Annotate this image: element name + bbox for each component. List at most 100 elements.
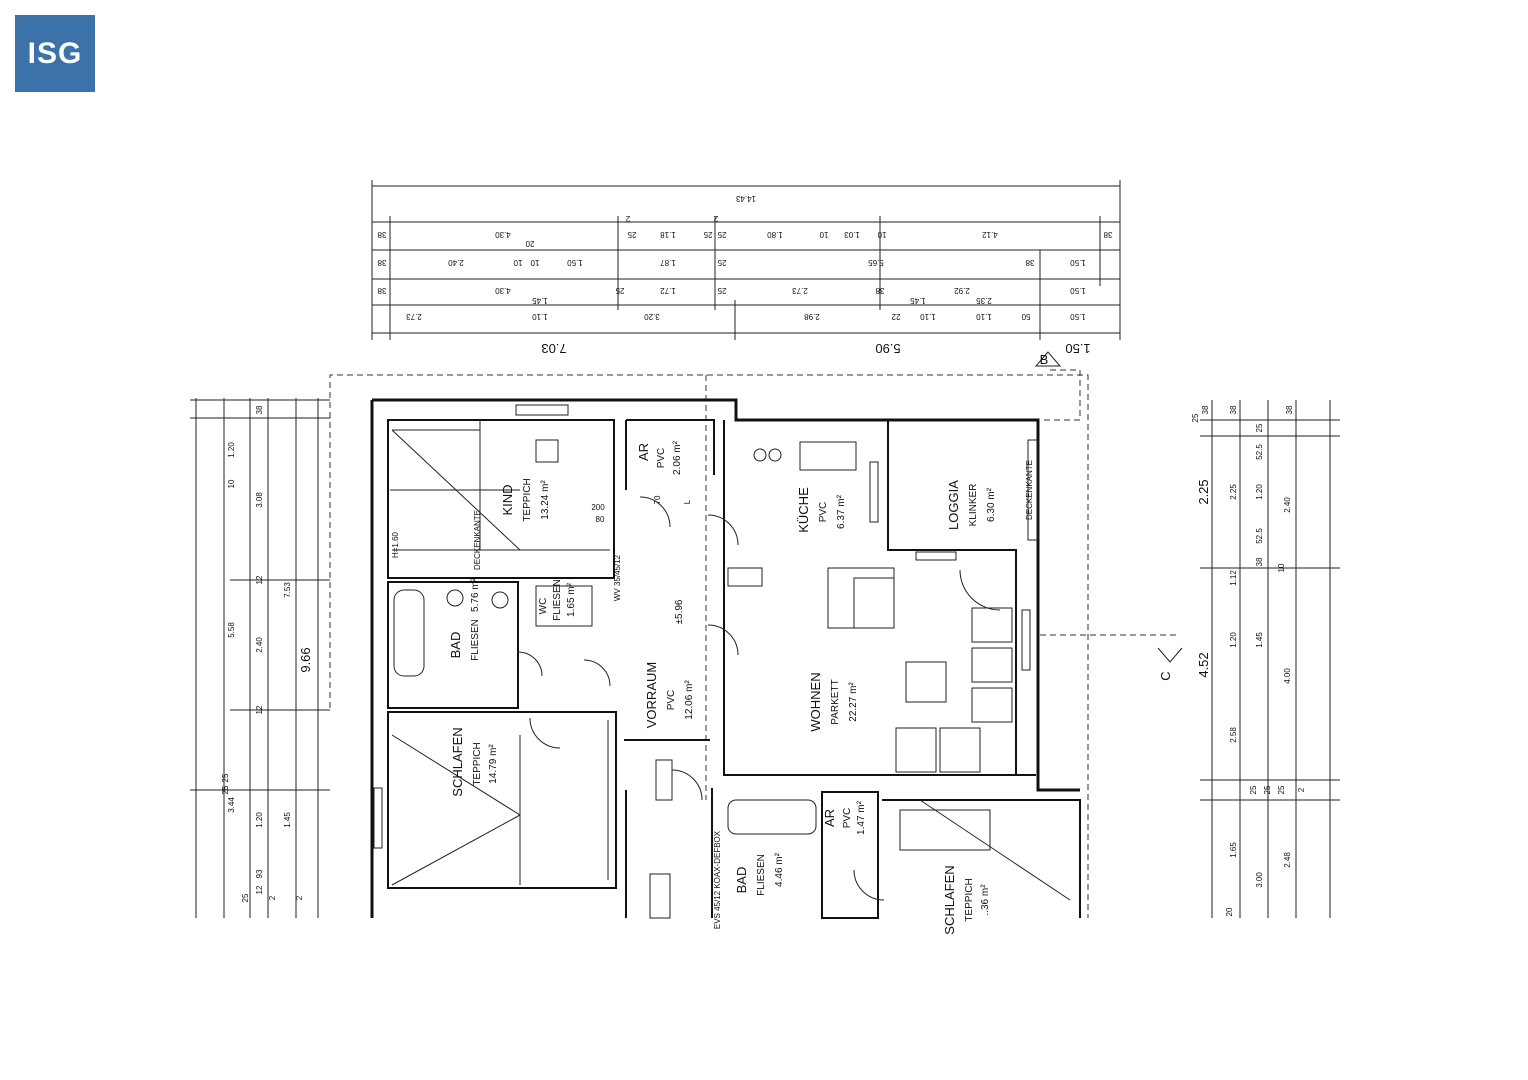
dim-right-small-2: 52.5 <box>1255 528 1264 544</box>
dim-right-b-0: 2.25 <box>1196 479 1211 504</box>
room-name: AR <box>636 443 651 461</box>
room-floor: TEPPICH <box>522 478 533 521</box>
dim-top-r2-8: 38 <box>1025 258 1034 267</box>
dim-top-r1-3: 25 <box>627 230 636 239</box>
dim-right-a-0: 2.25 <box>1229 484 1238 500</box>
level-marker: ±5.96 <box>674 599 685 624</box>
door-l-label: L <box>683 499 692 504</box>
dim-left-inner-0: 5.58 <box>227 622 236 638</box>
room-name: BAD <box>448 632 463 659</box>
dim-left-bottom-2: 25 <box>241 893 250 902</box>
dim-top-r1-4: 2 <box>625 214 630 223</box>
dim-top-r1-13: 4.12 <box>982 230 998 239</box>
dim-top-r2-3: 10 <box>530 258 539 267</box>
dim-top-r4-4: 2.98 <box>804 312 820 321</box>
dim-left-part-6: 12 <box>255 705 264 714</box>
dim-left-bottom-1: 25 <box>221 785 230 794</box>
dim-top-r1-2: 20 <box>525 239 534 248</box>
evs-label: EVS 45/12 KOAX-DEFBOX <box>713 830 722 929</box>
dim-left-part-7: 1.20 <box>255 812 264 828</box>
dim-top-r1-9: 1.80 <box>767 230 783 239</box>
dim-left-part-5: 2.40 <box>255 637 264 653</box>
room-schlafen-1: SCHLAFEN TEPPICH 14.79 m² <box>450 727 499 796</box>
deckenkante-label: DECKENKANTE <box>473 510 482 570</box>
room-bad-2: BAD FLIESEN 4.46 m² <box>734 852 785 895</box>
dim-left-bottom-3: 2 <box>268 895 277 900</box>
dim-right-a-1: 1.12 <box>1229 570 1238 586</box>
logo-text: ISG <box>27 36 83 70</box>
dim-right-c-0: 2.40 <box>1283 497 1292 513</box>
room-kueche: KÜCHE PVC 6.37 m² <box>796 487 847 533</box>
room-floor: PVC <box>818 502 829 523</box>
section-marker-c: C <box>1158 671 1173 680</box>
dim-top-r4-7: 1.45 <box>910 296 926 305</box>
dim-right-small-3: 38 <box>1255 557 1264 566</box>
dim-top-r1-10: 10 <box>819 230 828 239</box>
dim-top-r2-6: 25 <box>717 258 726 267</box>
dim-top-r4-1: 1.10 <box>532 312 548 321</box>
dim-total: 14.43 <box>735 194 756 203</box>
dim-right-small-7: 25 <box>1277 785 1286 794</box>
room-floor: FLIESEN <box>552 579 563 621</box>
dim-right-small-8: 2 <box>1297 787 1306 792</box>
room-name: WC <box>538 598 549 615</box>
dim-left-part-3: 3.08 <box>255 492 264 508</box>
room-floor: TEPPICH <box>964 878 975 921</box>
dim-top-r2-9: 1.50 <box>1070 258 1086 267</box>
room-area: 5.76 m² <box>470 577 481 612</box>
dim-top-r3-0: 38 <box>377 286 386 295</box>
dim-right-a-3: 2.58 <box>1229 727 1238 743</box>
room-ar-1: AR PVC 2.06 m² <box>636 440 683 475</box>
dim-top-r4-6: 1.10 <box>920 312 936 321</box>
dim-left-part-4: 12 <box>255 575 264 584</box>
dim-left-mid-1: 1.45 <box>283 812 292 828</box>
room-floor: PVC <box>666 690 677 711</box>
room-area: 1.47 m² <box>856 800 867 835</box>
dim-right-small-4: 10 <box>1277 563 1286 572</box>
door-width-label: 80 <box>596 515 605 524</box>
dim-top-r3-7: 2.92 <box>954 286 970 295</box>
room-name: VORRAUM <box>644 662 659 728</box>
isg-logo: ISG <box>15 15 95 92</box>
room-floor: TEPPICH <box>472 742 483 785</box>
dim-top-r3-2: 25 <box>615 286 624 295</box>
dim-right-a-4: 1.65 <box>1229 842 1238 858</box>
dim-top-r4-8: 1.10 <box>976 312 992 321</box>
dim-left-inner-1: 3.44 <box>227 797 236 813</box>
room-area: 6.37 m² <box>836 494 847 529</box>
dim-top-r1-6: 1.18 <box>660 230 676 239</box>
room-wc: WC FLIESEN 1.65 m² <box>538 579 577 621</box>
dim-top-r1-0: 38 <box>377 230 386 239</box>
dim-top-r3-8: 1.50 <box>1070 286 1086 295</box>
dim-top-r2-5: 1.87 <box>660 258 676 267</box>
room-floor: PVC <box>656 448 667 469</box>
dim-left-bottom-0: 25 <box>221 773 230 782</box>
dim-top-r2-1: 2.40 <box>448 258 464 267</box>
dim-top-r1-1: 4.30 <box>495 230 511 239</box>
dim-right-b-2: 4.52 <box>1196 652 1211 677</box>
dim-right-top-1: 38 <box>1201 405 1210 414</box>
dim-top-r2-0: 38 <box>377 258 386 267</box>
room-bad-1: BAD FLIESEN 5.76 m² <box>448 577 481 660</box>
door-height-label: 200 <box>591 503 605 512</box>
dim-left-bottom-4: 2 <box>295 895 304 900</box>
dim-top-r4-10: 50 <box>1021 312 1030 321</box>
room-floor: FLIESEN <box>756 854 767 896</box>
room-name: SCHLAFEN <box>450 727 465 796</box>
dim-top-r2-2: 10 <box>513 258 522 267</box>
deckenkante-label-2: DECKENKANTE <box>1025 460 1034 520</box>
dim-right-c-1: 4.00 <box>1283 668 1292 684</box>
dim-top-r4-5: 22 <box>891 312 900 321</box>
dim-segment-0: 7.03 <box>541 341 566 356</box>
dim-right-top-4: 38 <box>1285 405 1294 414</box>
dim-top-r2-7: 5.65 <box>868 258 884 267</box>
room-floor: KLINKER <box>968 484 979 527</box>
dim-segment-2: 1.50 <box>1065 341 1090 356</box>
door-width-label-2: 70 <box>653 495 662 504</box>
room-name: LOGGIA <box>946 480 961 530</box>
room-schlafen-2: SCHLAFEN TEPPICH ..36 m² <box>942 865 991 934</box>
room-vorraum: VORRAUM PVC 12.06 m² <box>644 662 695 728</box>
dim-top-r3-1: 4.30 <box>495 286 511 295</box>
dim-left-part-2: 10 <box>227 479 236 488</box>
